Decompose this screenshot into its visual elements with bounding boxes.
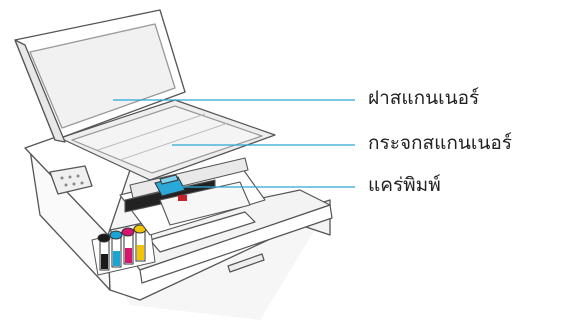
ink-tank-black <box>100 240 109 270</box>
ink-tank-yellow <box>136 231 145 261</box>
callout-scanner-lid: ฝาสแกนเนอร์ <box>368 89 479 108</box>
ink-tank-magenta <box>124 234 133 264</box>
callout-scanner-glass: กระจกสแกนเนอร์ <box>368 134 512 153</box>
ink-tank-cyan <box>112 237 121 267</box>
callout-print-carriage: แคร่พิมพ์ <box>368 176 441 195</box>
